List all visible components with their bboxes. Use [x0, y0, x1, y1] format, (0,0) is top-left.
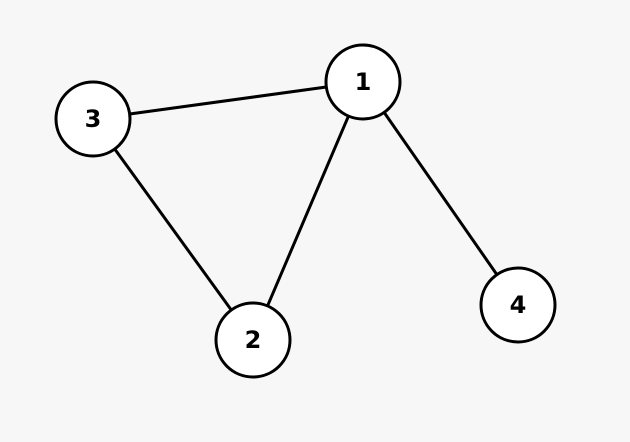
node-4-circle — [479, 266, 557, 344]
graph-edges — [113, 85, 499, 312]
node-1-circle — [324, 43, 402, 121]
node-2-circle — [214, 301, 292, 379]
edge-3-1 — [128, 85, 328, 116]
node-1-label: 1 — [355, 68, 372, 96]
node-3-circle — [54, 80, 132, 158]
node-2-label: 2 — [245, 326, 262, 354]
graph-nodes: 1 2 3 4 — [54, 43, 557, 379]
edge-1-4 — [382, 110, 499, 277]
node-3-label: 3 — [85, 105, 102, 133]
node-1: 1 — [324, 43, 402, 121]
edge-1-2 — [266, 114, 350, 308]
node-3: 3 — [54, 80, 132, 158]
node-2: 2 — [214, 301, 292, 379]
edge-3-2 — [113, 147, 233, 312]
node-4-label: 4 — [510, 291, 527, 319]
node-4: 4 — [479, 266, 557, 344]
